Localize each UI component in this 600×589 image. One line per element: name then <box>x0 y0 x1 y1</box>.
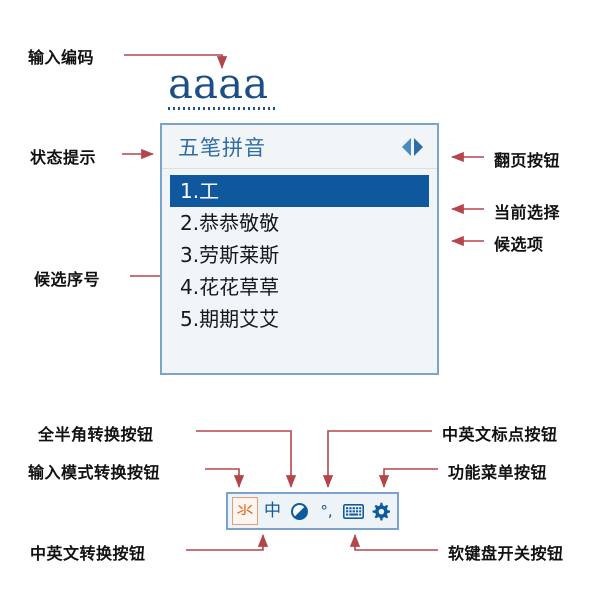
annotation-input-code: 输入编码 <box>28 48 95 67</box>
input-code-area: aaaa <box>168 62 276 110</box>
connector-function-menu <box>378 468 438 488</box>
annotation-punctuation-button: 中英文标点按钮 <box>442 425 558 444</box>
input-mode-button[interactable]: 氺 <box>232 497 258 525</box>
input-code-underline <box>168 107 276 110</box>
half-full-width-icon <box>291 502 308 520</box>
candidate-index-1: 1. <box>180 179 200 203</box>
annotation-status-hint: 状态提示 <box>30 148 97 167</box>
annotation-current-selection: 当前选择 <box>494 203 561 222</box>
candidate-index-2: 2. <box>180 211 200 235</box>
ime-status-toolbar: 氺 中 °, <box>226 492 399 530</box>
input-code-text: aaaa <box>168 59 269 108</box>
panel-title: 五笔拼音 <box>178 135 266 160</box>
punctuation-icon: °, <box>320 501 333 520</box>
annotation-width-toggle: 全半角转换按钮 <box>38 425 154 444</box>
candidate-item-4[interactable]: 4.花花草草 <box>170 271 429 303</box>
ime-candidate-panel: 五笔拼音 1.工 2.恭恭敬敬 3.劳斯莱斯 4.花花草草 5.期期艾艾 <box>160 123 439 375</box>
candidate-item-5[interactable]: 5.期期艾艾 <box>170 303 429 335</box>
candidate-text-4: 花花草草 <box>199 275 280 299</box>
candidate-text-2: 恭恭敬敬 <box>199 211 280 235</box>
candidate-text-1: 工 <box>199 179 220 203</box>
candidate-item-3[interactable]: 3.劳斯莱斯 <box>170 239 429 271</box>
annotation-function-menu-button: 功能菜单按钮 <box>448 463 548 482</box>
connector-width-toggle <box>196 430 297 488</box>
candidate-list: 1.工 2.恭恭敬敬 3.劳斯莱斯 4.花花草草 5.期期艾艾 <box>162 169 437 335</box>
half-full-width-button[interactable] <box>287 497 312 525</box>
soft-keyboard-button[interactable] <box>341 497 366 525</box>
panel-header: 五笔拼音 <box>162 125 437 169</box>
connector-soft-keyboard <box>349 534 438 551</box>
candidate-index-3: 3. <box>180 243 200 267</box>
connector-cn-en <box>186 534 269 551</box>
function-menu-button[interactable] <box>368 497 393 525</box>
annotation-page-button: 翻页按钮 <box>494 151 561 170</box>
triangle-left-icon[interactable] <box>402 137 411 156</box>
keyboard-icon <box>343 503 364 519</box>
punctuation-button[interactable]: °, <box>314 497 339 525</box>
candidate-index-4: 4. <box>180 275 200 299</box>
chinese-english-icon: 中 <box>264 500 281 521</box>
candidate-index-5: 5. <box>180 307 200 331</box>
annotation-input-mode-toggle: 输入模式转换按钮 <box>28 463 161 482</box>
triangle-right-icon[interactable] <box>414 137 423 156</box>
candidate-text-3: 劳斯莱斯 <box>199 243 280 267</box>
annotation-soft-keyboard-toggle: 软键盘开关按钮 <box>448 544 564 563</box>
candidate-item-2[interactable]: 2.恭恭敬敬 <box>170 207 429 239</box>
connector-punctuation <box>322 430 432 488</box>
annotation-candidate-item: 候选项 <box>494 235 544 254</box>
annotation-candidate-index: 候选序号 <box>34 270 101 289</box>
connector-input-mode <box>205 468 245 488</box>
gear-icon <box>372 502 390 521</box>
wubi-logo-icon: 氺 <box>236 500 254 521</box>
candidate-text-5: 期期艾艾 <box>199 307 280 331</box>
annotation-cn-en-toggle: 中英文转换按钮 <box>30 544 146 563</box>
page-buttons <box>402 137 423 156</box>
chinese-english-button[interactable]: 中 <box>260 497 285 525</box>
candidate-item-1[interactable]: 1.工 <box>170 175 429 207</box>
